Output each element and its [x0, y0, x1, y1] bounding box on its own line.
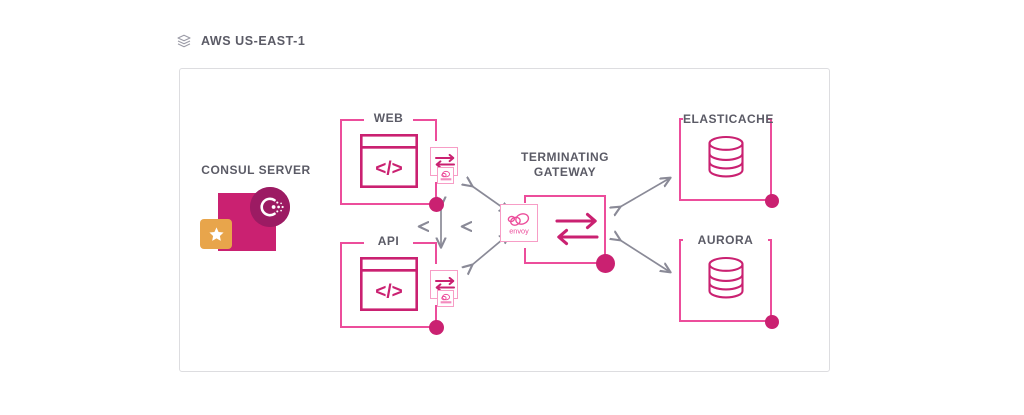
api-service-node[interactable]: API </>: [340, 233, 444, 335]
gateway-endpoint-dot: [596, 254, 615, 273]
bidirectional-arrows-icon: [434, 276, 456, 292]
bidirectional-arrows-icon: [555, 212, 599, 246]
api-frame-edge-top: [435, 242, 437, 264]
gateway-envoy-proxy[interactable]: envoy: [500, 204, 538, 242]
elasticache-node[interactable]: ELASTICACHE: [679, 109, 779, 208]
star-icon: [200, 219, 232, 249]
bidirectional-arrows-icon: [434, 153, 456, 169]
elasticache-label: ELASTICACHE: [683, 112, 774, 126]
svg-text:</>: </>: [375, 282, 402, 303]
svg-text:envoy: envoy: [509, 226, 529, 235]
region-header: AWS US-EAST-1: [176, 33, 305, 49]
consul-server-label: CONSUL SERVER: [201, 163, 311, 177]
layers-icon: [176, 33, 192, 49]
database-cylinder-icon: [706, 135, 746, 179]
code-window-icon: </>: [359, 133, 419, 189]
web-service-node[interactable]: WEB </>: [340, 110, 444, 212]
svg-text:</>: </>: [375, 159, 402, 180]
code-window-icon: </>: [359, 256, 419, 312]
consul-logo-icon: [250, 187, 290, 227]
gateway-frame: [524, 195, 606, 264]
web-frame-edge-bottom: [435, 182, 437, 205]
api-service-label: API: [364, 233, 413, 250]
aurora-label: AURORA: [697, 233, 754, 247]
aurora-node[interactable]: AURORA: [679, 230, 779, 329]
terminating-gateway-label: TERMINATING GATEWAY: [490, 150, 640, 180]
elasticache-endpoint-dot: [765, 194, 779, 208]
envoy-icon: [437, 167, 454, 184]
gateway-frame-edge-bottom: [524, 248, 526, 264]
api-sidecar-proxy[interactable]: [430, 270, 458, 307]
aurora-endpoint-dot: [765, 315, 779, 329]
database-cylinder-icon: [706, 256, 746, 300]
web-service-endpoint-dot: [429, 197, 444, 212]
consul-server-node[interactable]: CONSUL SERVER: [196, 163, 316, 273]
api-service-endpoint-dot: [429, 320, 444, 335]
envoy-icon: [437, 290, 454, 307]
web-service-label: WEB: [364, 110, 413, 127]
gateway-frame-edge-top: [524, 195, 526, 203]
web-frame-edge-top: [435, 119, 437, 141]
region-title: AWS US-EAST-1: [201, 34, 306, 48]
terminating-gateway-node[interactable]: envoy: [500, 152, 615, 273]
api-frame-edge-bottom: [435, 305, 437, 328]
gateway-label-line2: GATEWAY: [533, 165, 597, 179]
web-sidecar-proxy[interactable]: [430, 147, 458, 184]
gateway-label-line1: TERMINATING: [521, 150, 609, 164]
